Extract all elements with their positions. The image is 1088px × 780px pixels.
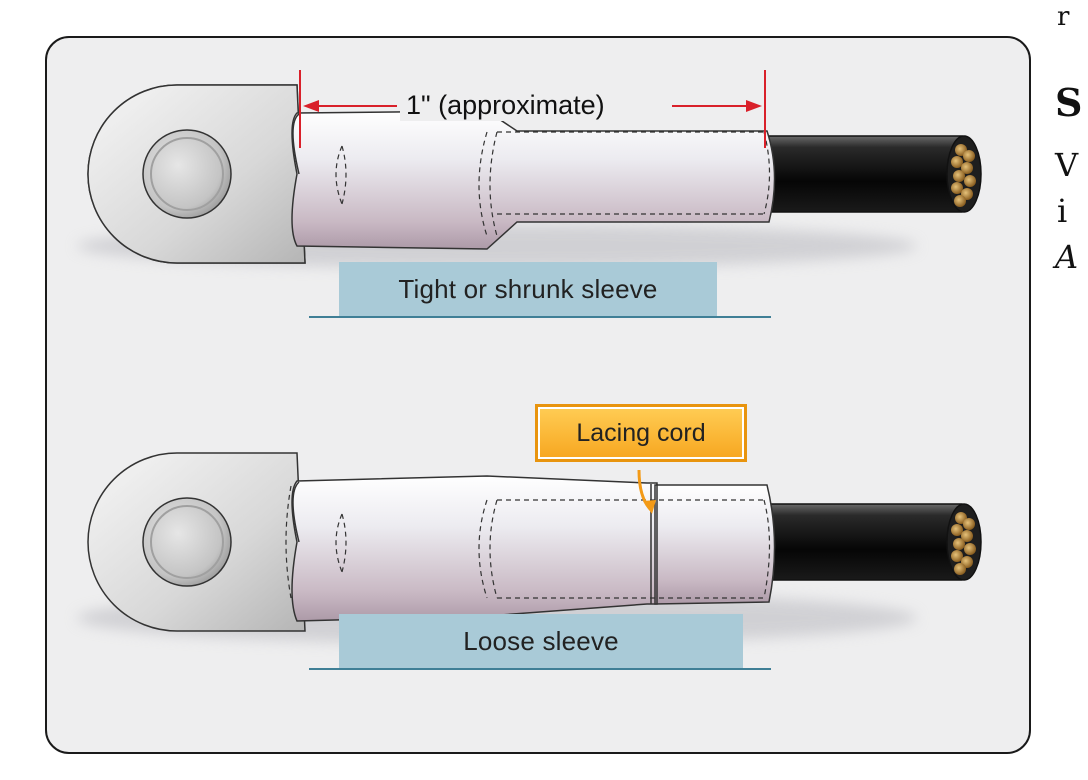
- top-lug-hole: [142, 129, 232, 219]
- margin-fragment-5: A: [1055, 238, 1079, 276]
- margin-fragment-1: r: [1057, 2, 1070, 32]
- margin-fragment-4: i: [1057, 192, 1068, 230]
- diagram-frame: 1" (approximate) Tight or shrunk sleeve …: [45, 36, 1031, 754]
- bottom-copper-strands: [951, 512, 976, 575]
- bottom-cable: [752, 503, 971, 581]
- caption-tight-sleeve: Tight or shrunk sleeve: [339, 262, 717, 316]
- dimension-marker: [299, 70, 766, 148]
- margin-fragment-2: S: [1055, 80, 1083, 125]
- dimension-label: 1" (approximate): [400, 89, 611, 121]
- tight-sleeve-assembly: [77, 84, 982, 268]
- caption-loose-sleeve: Loose sleeve: [339, 614, 743, 668]
- caption-tight-underline: [309, 316, 771, 318]
- top-cable: [752, 135, 971, 213]
- caption-loose-underline: [309, 668, 771, 670]
- top-copper-strands: [951, 144, 976, 207]
- bottom-lug-hole: [142, 497, 232, 587]
- lacing-cord-callout: Lacing cord: [535, 404, 747, 462]
- callout-pointer: [637, 469, 656, 514]
- margin-fragment-3: V: [1055, 146, 1079, 184]
